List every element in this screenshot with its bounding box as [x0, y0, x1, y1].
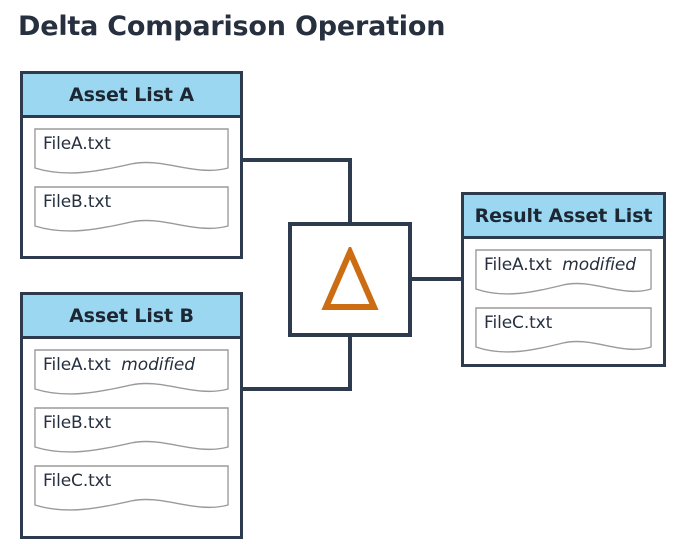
panel-body-asset-list-b: FileA.txt modified FileB.txt FileC.txt	[23, 339, 240, 524]
file-modifier: modified	[116, 355, 195, 375]
panel-body-asset-list-a: FileA.txt FileB.txt	[23, 118, 240, 245]
file-modifier: modified	[557, 255, 636, 275]
list-item[interactable]: FileA.txt modified	[34, 349, 229, 396]
panel-body-result-asset-list: FileA.txt modified FileC.txt	[464, 239, 663, 366]
file-name: FileB.txt	[43, 413, 112, 433]
list-item-label: FileA.txt	[43, 134, 111, 154]
list-item[interactable]: FileA.txt	[34, 128, 229, 175]
list-item-label: FileC.txt	[484, 313, 552, 333]
panel-header-asset-list-b: Asset List B	[23, 295, 240, 339]
list-item-label: FileA.txt modified	[484, 255, 636, 275]
file-name: FileA.txt	[43, 134, 111, 154]
file-name: FileB.txt	[43, 192, 112, 212]
list-item[interactable]: FileC.txt	[475, 307, 652, 354]
document-icon	[475, 307, 652, 353]
panel-asset-list-a[interactable]: Asset List A FileA.txt FileB.txt	[20, 71, 243, 259]
file-name: FileC.txt	[484, 313, 553, 333]
connector-list-b-to-operator	[243, 337, 352, 391]
list-item-label: FileA.txt modified	[43, 355, 195, 375]
page-title: Delta Comparison Operation	[18, 11, 446, 42]
document-icon	[34, 349, 229, 395]
document-icon	[34, 128, 229, 174]
document-icon	[34, 186, 229, 232]
list-item[interactable]: FileB.txt	[34, 407, 229, 454]
panel-header-result-asset-list: Result Asset List	[464, 195, 663, 239]
list-item[interactable]: FileB.txt	[34, 186, 229, 233]
document-icon	[34, 407, 229, 453]
panel-result-asset-list[interactable]: Result Asset List FileA.txt modified Fil…	[461, 192, 666, 367]
file-name: FileA.txt	[484, 255, 552, 275]
document-icon	[34, 465, 229, 511]
list-item-label: FileC.txt	[43, 471, 111, 491]
file-name: FileA.txt	[43, 355, 111, 375]
delta-triangle-icon	[321, 246, 379, 310]
panel-header-asset-list-a: Asset List A	[23, 74, 240, 118]
delta-operator-node[interactable]	[288, 222, 412, 337]
list-item-label: FileB.txt	[43, 413, 111, 433]
list-item[interactable]: FileA.txt modified	[475, 249, 652, 296]
connector-list-a-to-operator	[243, 158, 352, 222]
file-name: FileC.txt	[43, 471, 112, 491]
list-item-label: FileB.txt	[43, 192, 111, 212]
panel-asset-list-b[interactable]: Asset List B FileA.txt modified FileB.tx…	[20, 292, 243, 539]
list-item[interactable]: FileC.txt	[34, 465, 229, 512]
document-icon	[475, 249, 652, 295]
